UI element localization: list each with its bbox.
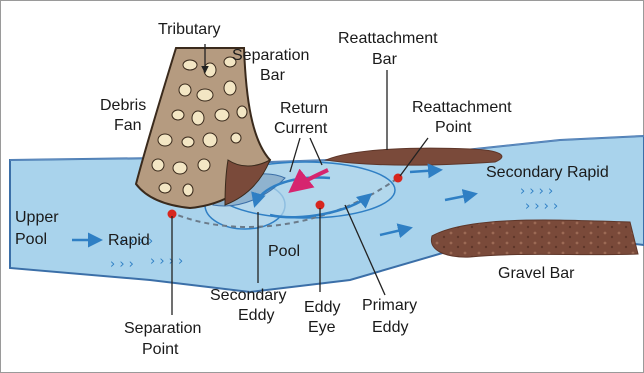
- label-primary-eddy-2: Eddy: [372, 319, 408, 336]
- label-reattachment-point-2: Point: [435, 119, 472, 136]
- label-upper-pool-2: Pool: [15, 231, 47, 248]
- label-secondary-rapid: Secondary Rapid: [486, 164, 609, 181]
- svg-text:› › › ›: › › › ›: [525, 199, 558, 214]
- label-return-current-2: Current: [274, 120, 328, 137]
- label-separation-point-2: Point: [142, 341, 179, 358]
- label-tributary: Tributary: [158, 21, 221, 38]
- label-debris-fan-2: Fan: [114, 117, 142, 134]
- label-debris-fan-1: Debris: [100, 97, 146, 114]
- label-pool: Pool: [268, 243, 300, 260]
- label-secondary-eddy-2: Eddy: [238, 307, 274, 324]
- label-eddy-eye-1: Eddy: [304, 299, 340, 316]
- label-primary-eddy-1: Primary: [362, 297, 417, 314]
- label-separation-bar-1: Separation: [232, 47, 309, 64]
- label-gravel-bar: Gravel Bar: [498, 265, 575, 282]
- label-return-current-1: Return: [280, 100, 328, 117]
- label-secondary-eddy-1: Secondary: [210, 287, 287, 304]
- svg-text:› › › ›: › › › ›: [520, 184, 553, 199]
- gravel-bar-shape: [431, 220, 638, 257]
- label-separation-bar-2: Bar: [260, 67, 286, 84]
- label-upper-pool-1: Upper: [15, 209, 59, 226]
- label-separation-point-1: Separation: [124, 320, 201, 337]
- label-reattachment-point-1: Reattachment: [412, 99, 512, 116]
- label-rapid: Rapid: [108, 232, 150, 249]
- label-eddy-eye-2: Eye: [308, 319, 336, 336]
- svg-text:› › › ›: › › › ›: [150, 254, 183, 269]
- label-reattachment-bar-1: Reattachment: [338, 30, 438, 47]
- label-reattachment-bar-2: Bar: [372, 51, 398, 68]
- svg-text:› › ›: › › ›: [110, 257, 134, 272]
